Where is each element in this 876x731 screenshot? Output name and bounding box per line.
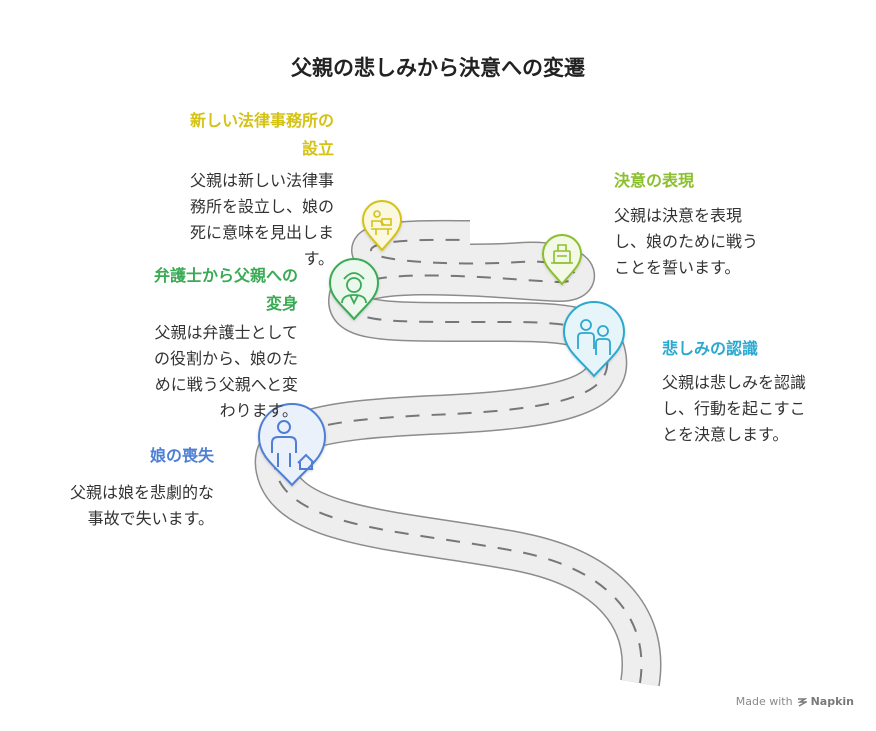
winding-road <box>254 219 662 687</box>
step-4-heading: 決意の表現 <box>614 171 695 190</box>
step-1-heading: 娘の喪失 <box>149 446 214 465</box>
step-2-heading: 弁護士から父親への 変身 <box>153 266 298 313</box>
step-3-description: 父親は新しい法律事 務所を設立し、娘の 死に意味を見出しま す。 <box>189 171 334 268</box>
pin-step-4[interactable] <box>541 234 583 286</box>
step-3-heading: 新しい法律事務所の 設立 <box>189 111 334 158</box>
page-title: 父親の悲しみから決意への変遷 <box>291 56 585 80</box>
road-surface <box>256 221 660 686</box>
desk-worker-icon <box>371 210 392 235</box>
step-4-description: 父親は決意を表現 し、娘のために戦う ことを誓います。 <box>614 206 759 277</box>
step-2-description: 父親は弁護士として の役割から、娘のた めに戦う父親へと変 わります。 <box>153 323 298 420</box>
step-5-heading: 悲しみの認識 <box>662 339 759 358</box>
ballot-box-icon <box>551 244 573 264</box>
grieving-people-icon <box>577 319 611 355</box>
step-1-description: 父親は娘を悲劇的な 事故で失います。 <box>69 483 214 528</box>
person-house-icon <box>271 420 315 470</box>
pin-step-5[interactable] <box>562 301 626 378</box>
pin-step-2[interactable] <box>328 258 380 321</box>
lawyer-face-icon <box>341 272 367 306</box>
step-5-description: 父親は悲しみを認識 し、行動を起こすこ とを決意します。 <box>662 373 807 444</box>
napkin-brand: Napkin <box>810 695 854 708</box>
pin-step-1[interactable] <box>257 403 327 487</box>
made-with-label: Made with <box>735 695 793 708</box>
pin-step-3[interactable] <box>361 200 403 252</box>
napkin-logo-icon <box>796 697 807 707</box>
footer-credit[interactable]: Made with Napkin <box>736 695 854 708</box>
